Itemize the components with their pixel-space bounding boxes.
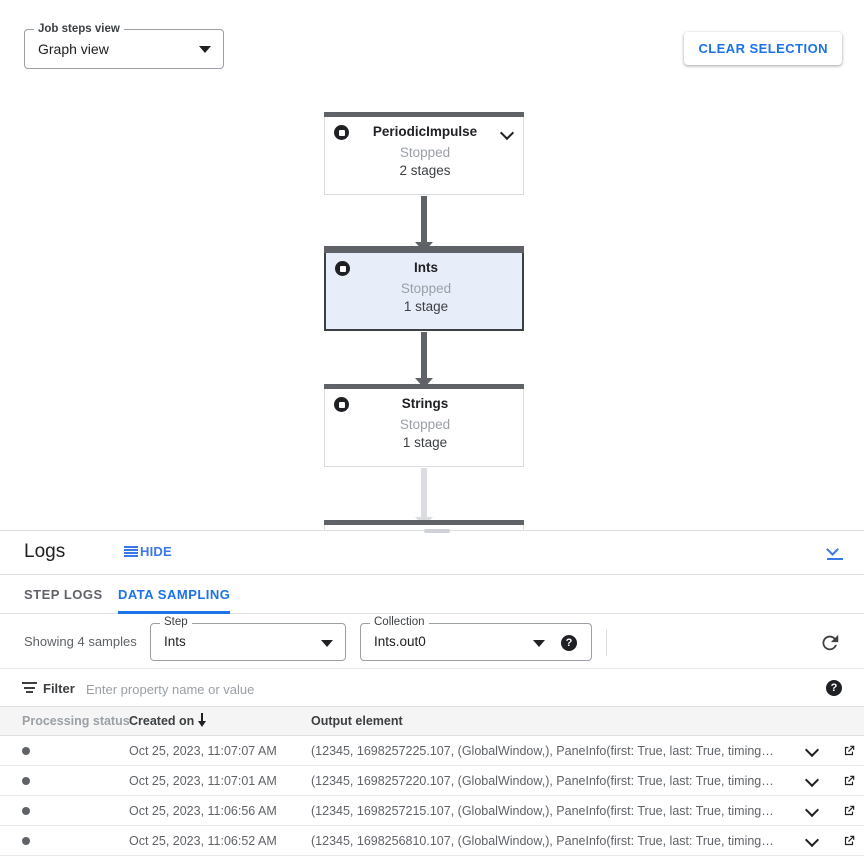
chevron-down-icon[interactable]: [805, 835, 820, 848]
cell-created-on: Oct 25, 2023, 11:06:52 AM: [129, 834, 277, 848]
help-circle-icon[interactable]: ?: [561, 635, 577, 651]
chevron-down-icon[interactable]: [805, 775, 820, 788]
job-steps-view-value: Graph view: [38, 41, 109, 57]
controls-divider: [606, 630, 607, 656]
list-lines-icon: [124, 545, 138, 558]
open-in-new-icon[interactable]: [842, 804, 856, 818]
node-title: Ints: [413, 260, 438, 275]
table-row[interactable]: Oct 25, 2023, 11:07:01 AM (12345, 169825…: [0, 766, 864, 796]
node-stages: 1 stage: [402, 435, 448, 450]
stop-icon: [334, 397, 349, 412]
graph-node-partial[interactable]: [324, 520, 524, 530]
cell-created-on: Oct 25, 2023, 11:07:01 AM: [129, 774, 277, 788]
cell-output-element: (12345, 1698257225.107, (GlobalWindow,),…: [311, 744, 774, 758]
collection-select-value: Ints.out0: [374, 634, 426, 649]
graph-node-ints[interactable]: Ints Stopped 1 stage: [324, 246, 524, 331]
filter-label: Filter: [43, 681, 75, 696]
column-header-created-on[interactable]: Created on: [129, 714, 195, 728]
job-steps-view-label: Job steps view: [34, 22, 124, 36]
tab-data-sampling[interactable]: DATA SAMPLING: [118, 575, 231, 614]
node-status: Stopped: [400, 281, 452, 296]
status-dot: [22, 777, 30, 785]
sampling-controls: Showing 4 samples Step Ints Collection I…: [0, 614, 864, 669]
help-circle-icon[interactable]: ?: [826, 680, 842, 696]
node-title: PeriodicImpulse: [372, 124, 478, 139]
chevron-down-icon: [199, 46, 211, 53]
node-header-bar: [324, 384, 524, 389]
chevron-down-icon: [321, 640, 333, 647]
refresh-icon[interactable]: [819, 632, 841, 654]
step-select[interactable]: Step Ints: [150, 616, 346, 661]
panel-resize-handle[interactable]: [0, 524, 864, 538]
clear-selection-button[interactable]: CLEAR SELECTION: [684, 32, 842, 65]
chevron-down-icon[interactable]: [805, 745, 820, 758]
node-header-bar: [324, 112, 524, 117]
chevron-down-icon[interactable]: [502, 127, 514, 139]
filter-icon: [22, 682, 37, 693]
hide-logs-button[interactable]: HIDE: [124, 544, 172, 559]
cell-created-on: Oct 25, 2023, 11:07:07 AM: [129, 744, 277, 758]
arrow-head: [415, 378, 433, 388]
node-stages: 1 stage: [403, 299, 449, 314]
chevron-down-icon: [533, 640, 545, 647]
collapse-down-icon[interactable]: [824, 542, 846, 564]
chevron-down-icon[interactable]: [805, 805, 820, 818]
graph-node-strings[interactable]: Strings Stopped 1 stage: [324, 384, 524, 467]
open-in-new-icon[interactable]: [842, 774, 856, 788]
cell-output-element: (12345, 1698256810.107, (GlobalWindow,),…: [311, 834, 774, 848]
filter-input[interactable]: [86, 680, 786, 698]
graph-edge-3: [415, 468, 433, 527]
status-dot: [22, 837, 30, 845]
samples-table-header: Processing status Created on Output elem…: [0, 707, 864, 736]
node-status: Stopped: [399, 145, 451, 160]
cell-created-on: Oct 25, 2023, 11:06:56 AM: [129, 804, 277, 818]
table-row[interactable]: Oct 25, 2023, 11:06:56 AM (12345, 169825…: [0, 796, 864, 826]
stop-icon: [334, 125, 349, 140]
drag-grip: [424, 529, 450, 533]
node-stages: 2 stages: [399, 163, 451, 178]
logs-panel: Logs HIDE STEP LOGS DATA SAMPLING Showin…: [0, 531, 864, 856]
step-select-value: Ints: [164, 634, 186, 649]
column-header-processing-status[interactable]: Processing status: [22, 714, 130, 728]
logs-header: Logs HIDE: [0, 531, 864, 575]
column-header-output-element[interactable]: Output element: [311, 714, 403, 728]
status-dot: [22, 747, 30, 755]
graph-edge-1: [415, 196, 433, 252]
node-header-bar: [324, 246, 524, 253]
graph-toolbar: Job steps view Graph view CLEAR SELECTIO…: [0, 0, 864, 92]
graph-node-periodicimpulse[interactable]: PeriodicImpulse Stopped 2 stages: [324, 112, 524, 195]
job-steps-view-select[interactable]: Job steps view Graph view: [24, 22, 224, 69]
stop-icon: [335, 261, 350, 276]
filter-row: Filter ?: [0, 669, 864, 707]
open-in-new-icon[interactable]: [842, 744, 856, 758]
node-status: Stopped: [399, 417, 451, 432]
cell-output-element: (12345, 1698257215.107, (GlobalWindow,),…: [311, 804, 774, 818]
hide-logs-label: HIDE: [140, 544, 172, 559]
arrow-down-icon[interactable]: [196, 713, 208, 727]
samples-table-body: Oct 25, 2023, 11:07:07 AM (12345, 169825…: [0, 736, 864, 856]
open-in-new-icon[interactable]: [842, 834, 856, 848]
collection-select-label: Collection: [370, 616, 429, 629]
showing-samples-text: Showing 4 samples: [24, 634, 137, 649]
step-select-label: Step: [160, 616, 192, 629]
node-title: Strings: [401, 396, 449, 411]
tab-step-logs[interactable]: STEP LOGS: [24, 575, 103, 614]
cell-output-element: (12345, 1698257220.107, (GlobalWindow,),…: [311, 774, 774, 788]
logs-tabs: STEP LOGS DATA SAMPLING: [0, 575, 864, 614]
graph-edge-2: [415, 332, 433, 388]
table-row[interactable]: Oct 25, 2023, 11:06:52 AM (12345, 169825…: [0, 826, 864, 856]
node-header-bar: [324, 520, 524, 525]
collection-select[interactable]: Collection Ints.out0 ?: [360, 616, 592, 661]
logs-title: Logs: [24, 541, 66, 562]
table-row[interactable]: Oct 25, 2023, 11:07:07 AM (12345, 169825…: [0, 736, 864, 766]
job-graph-pane: Job steps view Graph view CLEAR SELECTIO…: [0, 0, 864, 531]
status-dot: [22, 807, 30, 815]
